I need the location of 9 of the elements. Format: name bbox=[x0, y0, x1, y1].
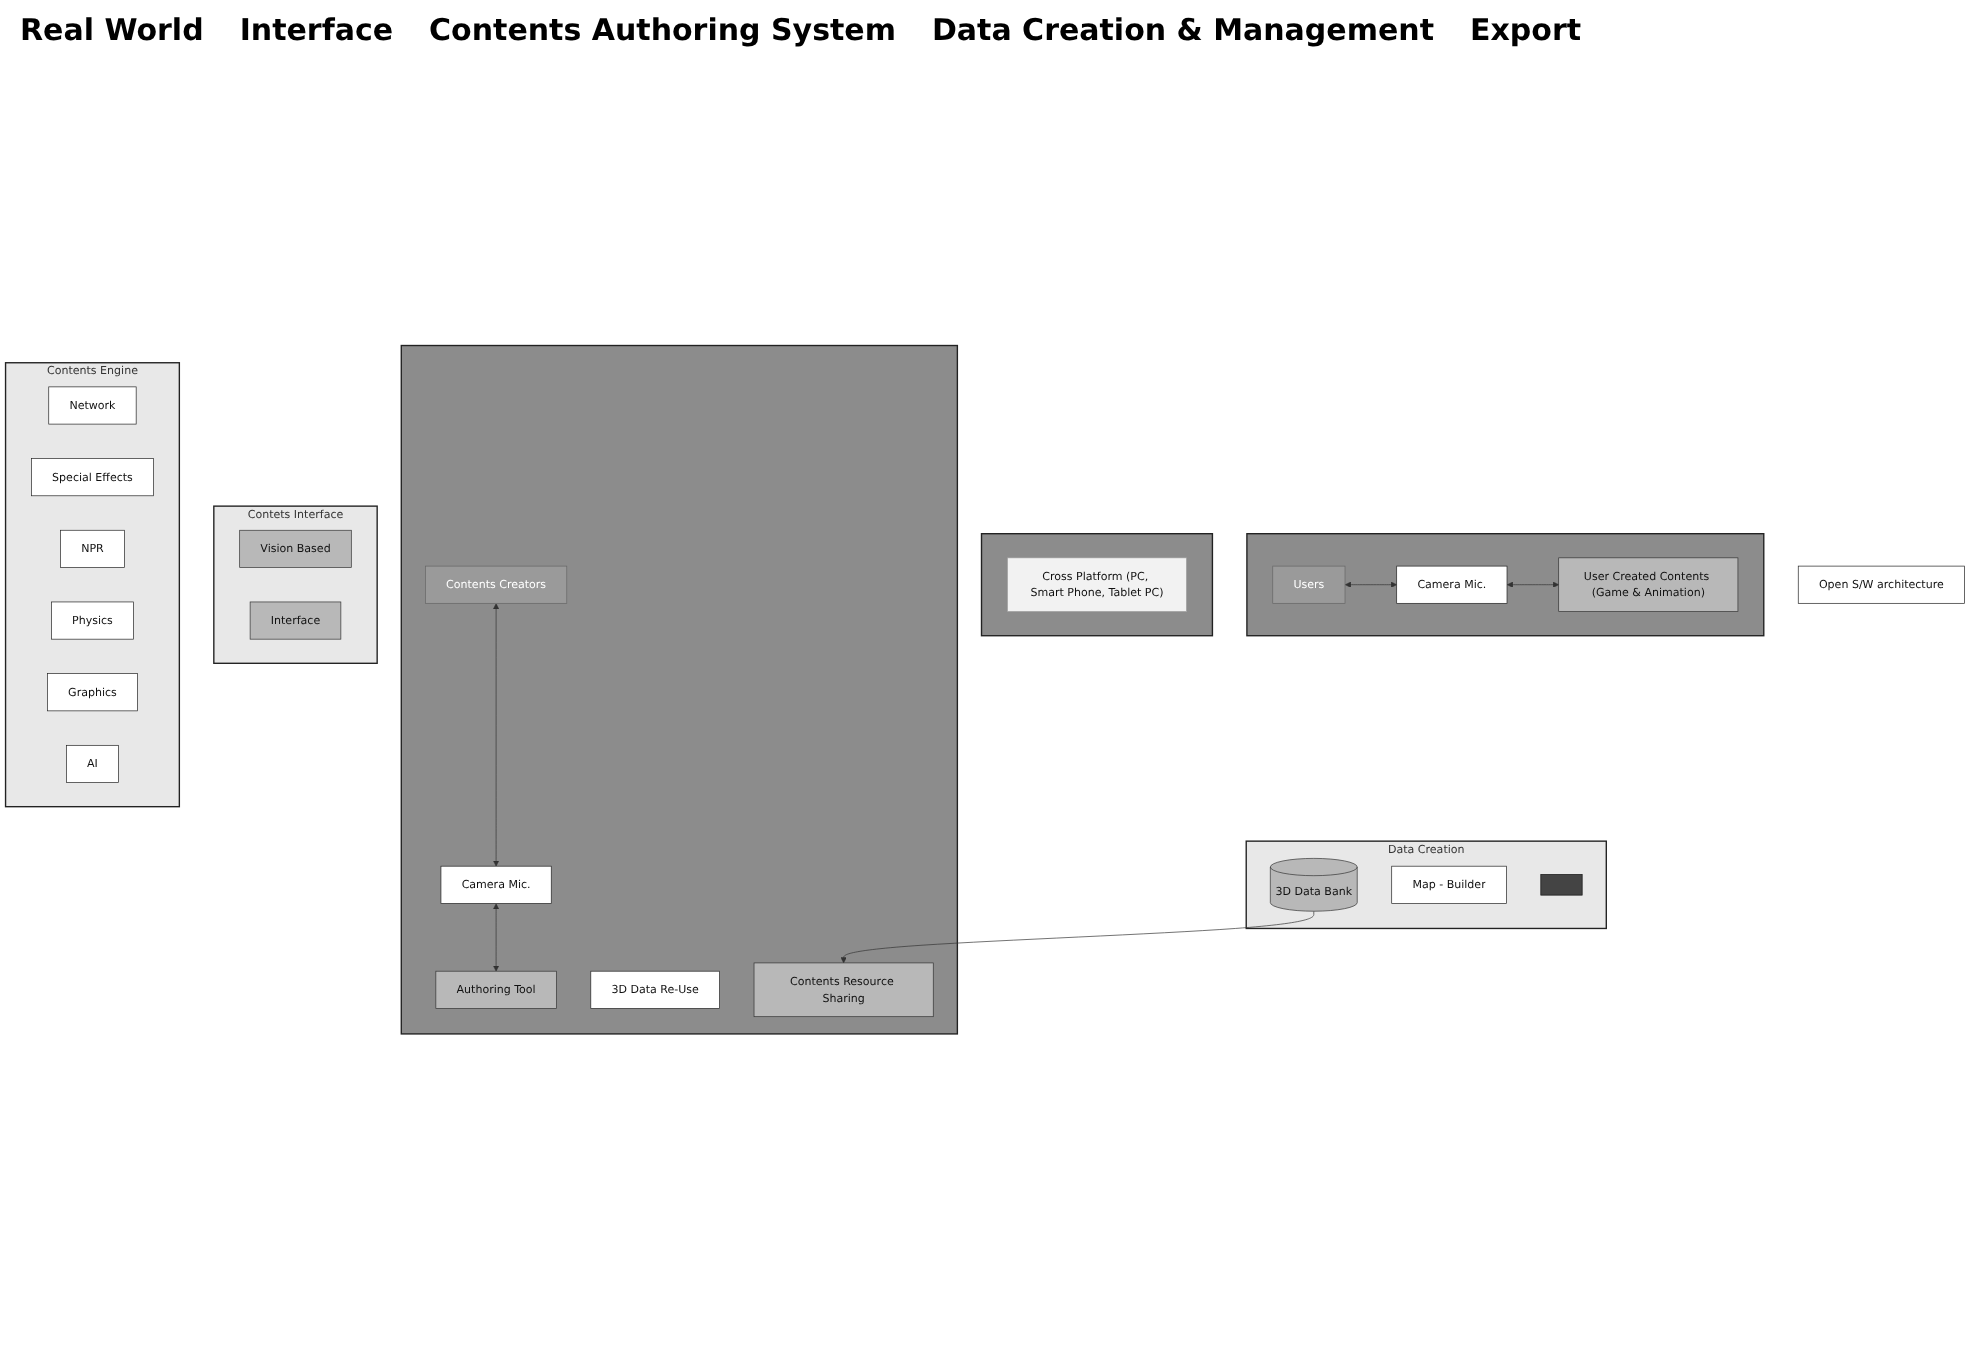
column-heading: Export bbox=[1470, 12, 1582, 48]
cluster bbox=[1246, 533, 1765, 637]
node-box bbox=[1540, 874, 1583, 896]
column-heading: Interface bbox=[239, 12, 394, 48]
cluster bbox=[400, 345, 959, 1035]
column-heading: Data Creation & Management bbox=[931, 12, 1434, 48]
column-heading: Real World bbox=[20, 12, 204, 48]
cluster bbox=[980, 533, 1214, 637]
column-heading: Contents Authoring System bbox=[429, 12, 896, 48]
